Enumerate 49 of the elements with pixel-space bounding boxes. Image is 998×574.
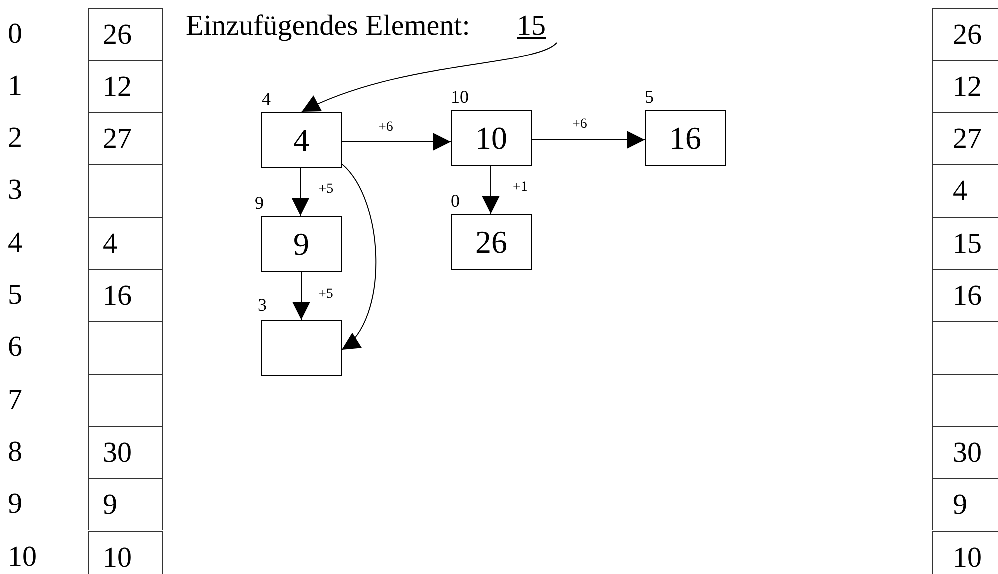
arrow <box>532 131 646 150</box>
table-cell: 10 <box>88 530 163 574</box>
node-box: 9 <box>261 216 342 272</box>
table-cell: 16 <box>932 269 998 322</box>
arrow <box>342 132 452 151</box>
table-cell: 4 <box>932 164 998 217</box>
table-cell: 27 <box>88 112 163 164</box>
index-number: 6 <box>8 333 22 362</box>
index-number: 2 <box>8 124 22 154</box>
table-cell: 30 <box>88 426 163 478</box>
table-cell: 12 <box>932 60 998 112</box>
index-label: 4 <box>262 90 271 108</box>
table-cell: 4 <box>88 216 163 269</box>
index-number: 10 <box>8 542 37 572</box>
node-box: 26 <box>451 214 532 270</box>
node-box: 4 <box>261 112 342 168</box>
inserted-value: 15 <box>517 9 546 43</box>
index-label: 9 <box>255 194 264 212</box>
index-number: 9 <box>8 490 22 520</box>
index-number: 1 <box>8 72 22 101</box>
arrow <box>292 272 310 320</box>
index-label: 5 <box>645 88 654 106</box>
table-cell: 15 <box>932 216 998 269</box>
table-cell: 26 <box>932 8 998 60</box>
arrow <box>292 168 310 216</box>
table-cell: 26 <box>88 8 163 60</box>
table-cell: 30 <box>932 426 998 478</box>
arrow <box>482 166 500 214</box>
prompt-text: Einzufügendes Element: <box>186 9 470 43</box>
table-cell: 10 <box>932 530 998 574</box>
table-cell: 27 <box>932 112 998 164</box>
index-number: 8 <box>8 438 22 467</box>
index-number: 7 <box>8 386 22 415</box>
node-box: 16 <box>645 110 726 166</box>
index-number: 3 <box>8 176 22 206</box>
arrow <box>342 164 377 351</box>
table-cell: 9 <box>88 478 163 530</box>
node-box: 10 <box>451 110 532 166</box>
index-number: 5 <box>8 281 22 310</box>
empty-box <box>261 320 342 376</box>
index-number: 0 <box>8 20 22 48</box>
table-cell: 12 <box>88 60 163 112</box>
index-number: 4 <box>8 228 22 258</box>
index-label: 0 <box>451 192 460 210</box>
index-label: 10 <box>451 88 469 106</box>
table-cell: 16 <box>88 269 163 322</box>
table-cell: 9 <box>932 478 998 530</box>
index-label: 3 <box>258 296 267 314</box>
arrow <box>301 42 558 112</box>
